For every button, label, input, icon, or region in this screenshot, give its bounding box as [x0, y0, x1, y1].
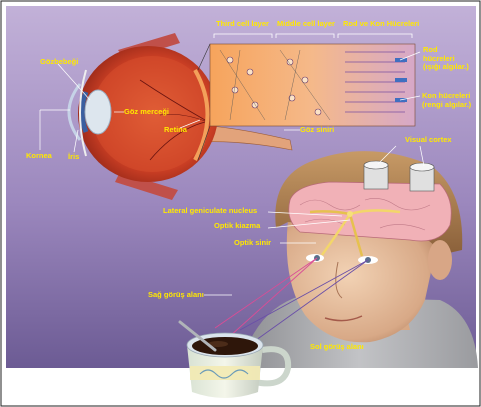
- cone-cells-label: Kon hücreleri (rengi algılar.): [422, 92, 471, 109]
- goz-siniri-label: Göz siniri: [300, 126, 334, 135]
- sol-gorus-label: Sol görüş alanı: [310, 343, 364, 352]
- visual-cortex-label: Visual cortex: [405, 136, 452, 145]
- iris-label: İris: [68, 153, 79, 162]
- sag-gorus-label: Sağ görüş alanı: [148, 291, 204, 300]
- kornea-label: Kornea: [26, 152, 52, 161]
- optik-kiazma-label: Optik kiazma: [214, 222, 260, 231]
- middle-cell-layer-label: Middle cell layer: [277, 20, 335, 29]
- lateral-geniculate-label: Lateral geniculate nucleus: [163, 207, 257, 216]
- gozbebegi-label: Gözbebeği: [40, 58, 78, 67]
- rod-cells-label: Rod hücreleri (ışığı algılar.): [423, 46, 469, 72]
- rod-cone-cells-label: Rod ve Kon Hücreleri: [343, 20, 419, 29]
- retina-label: Retina: [164, 126, 187, 135]
- optik-sinir-label: Optik sinir: [234, 239, 271, 248]
- third-cell-layer-label: Third cell layer: [216, 20, 269, 29]
- cone-cells-line2: (rengi algılar.): [422, 101, 471, 110]
- goz-mercegi-label: Göz merceği: [124, 108, 169, 117]
- rod-cells-line3: (ışığı algılar.): [423, 63, 469, 72]
